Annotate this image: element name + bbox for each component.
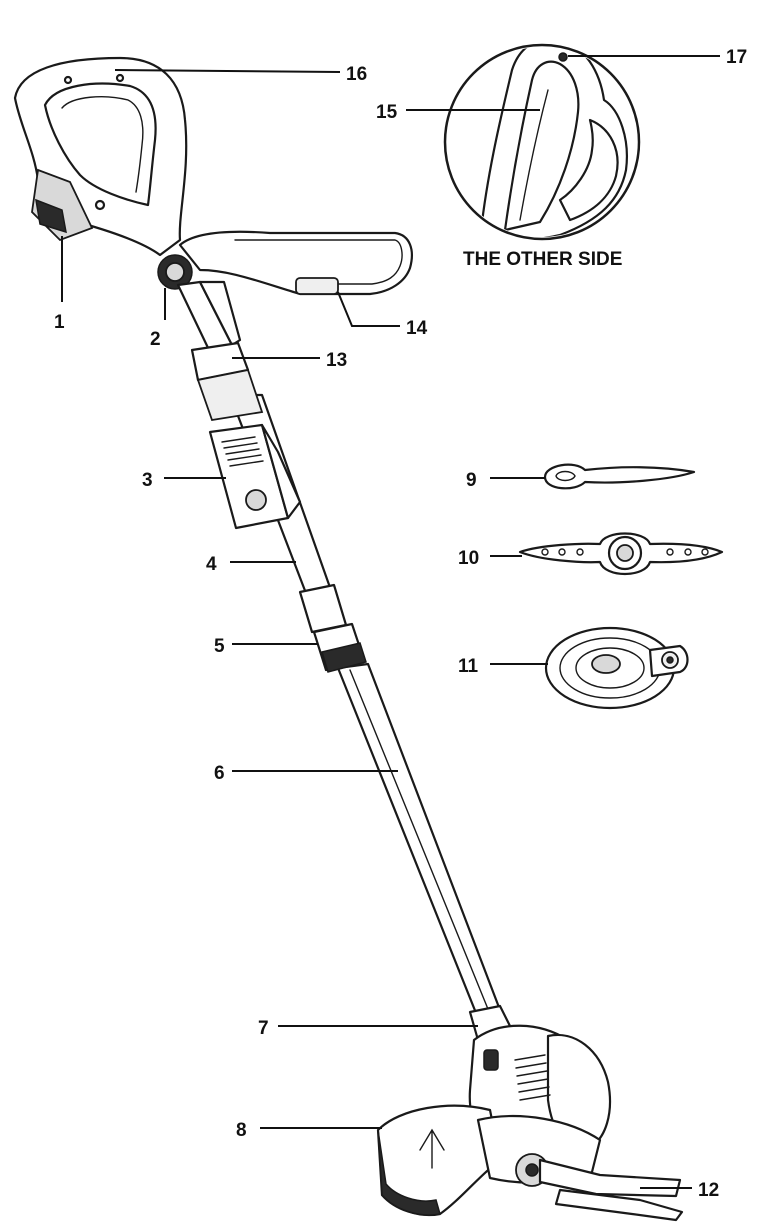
height-adjust-clip xyxy=(208,423,302,530)
callout-3: 3 xyxy=(142,470,153,491)
leader-14 xyxy=(337,291,400,327)
inset-caption: THE OTHER SIDE xyxy=(463,249,622,270)
grass-guard xyxy=(376,1104,602,1217)
leader-lines xyxy=(61,55,720,1189)
callout-1: 1 xyxy=(54,312,65,333)
callout-16: 16 xyxy=(346,64,367,85)
blade-holes xyxy=(541,548,709,556)
leader-16 xyxy=(114,69,341,73)
callout-5: 5 xyxy=(214,636,225,657)
callout-9: 9 xyxy=(466,470,477,491)
callout-8: 8 xyxy=(236,1120,247,1141)
other-side-inset xyxy=(443,43,641,241)
callout-4: 4 xyxy=(206,554,217,575)
callout-labels: 16 17 15 1 2 14 13 3 9 10 4 5 11 6 7 8 1… xyxy=(54,47,747,1201)
rear-handle xyxy=(13,56,188,257)
lower-coupling xyxy=(298,583,367,673)
callout-15: 15 xyxy=(376,102,398,123)
callout-2: 2 xyxy=(150,329,161,350)
callout-10: 10 xyxy=(458,548,479,569)
callout-14: 14 xyxy=(406,318,428,339)
front-handle xyxy=(157,230,413,354)
callout-7: 7 xyxy=(258,1018,269,1039)
plastic-blade xyxy=(543,463,696,490)
callout-6: 6 xyxy=(214,763,225,784)
callout-11: 11 xyxy=(458,656,479,677)
callout-12: 12 xyxy=(698,1180,719,1201)
vent-slots xyxy=(514,1054,551,1101)
blade-disc xyxy=(544,626,689,710)
upper-coupling xyxy=(190,341,264,422)
grip-ribs xyxy=(221,436,264,467)
callout-13: 13 xyxy=(326,350,347,371)
callout-17: 17 xyxy=(726,47,747,68)
double-blade xyxy=(518,532,724,575)
